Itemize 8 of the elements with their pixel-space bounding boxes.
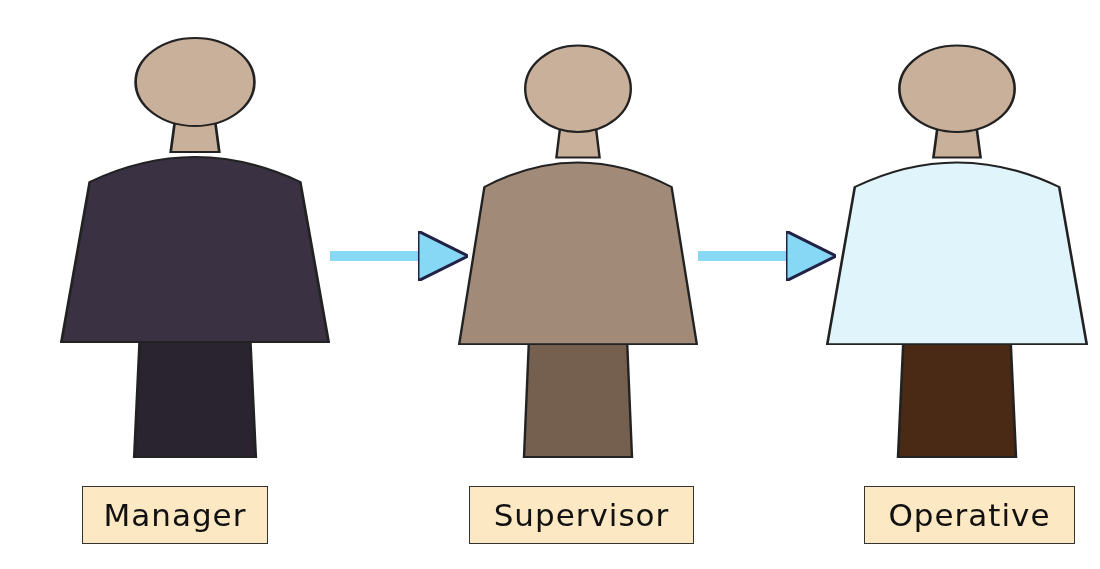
arrow	[698, 229, 838, 283]
label-box	[82, 486, 268, 544]
label-box	[469, 486, 694, 544]
role-label: Supervisor	[493, 497, 670, 533]
role-label: Manager	[103, 497, 247, 533]
role-label: Operative	[888, 497, 1051, 533]
arrow	[330, 229, 470, 283]
label-box	[864, 486, 1075, 544]
